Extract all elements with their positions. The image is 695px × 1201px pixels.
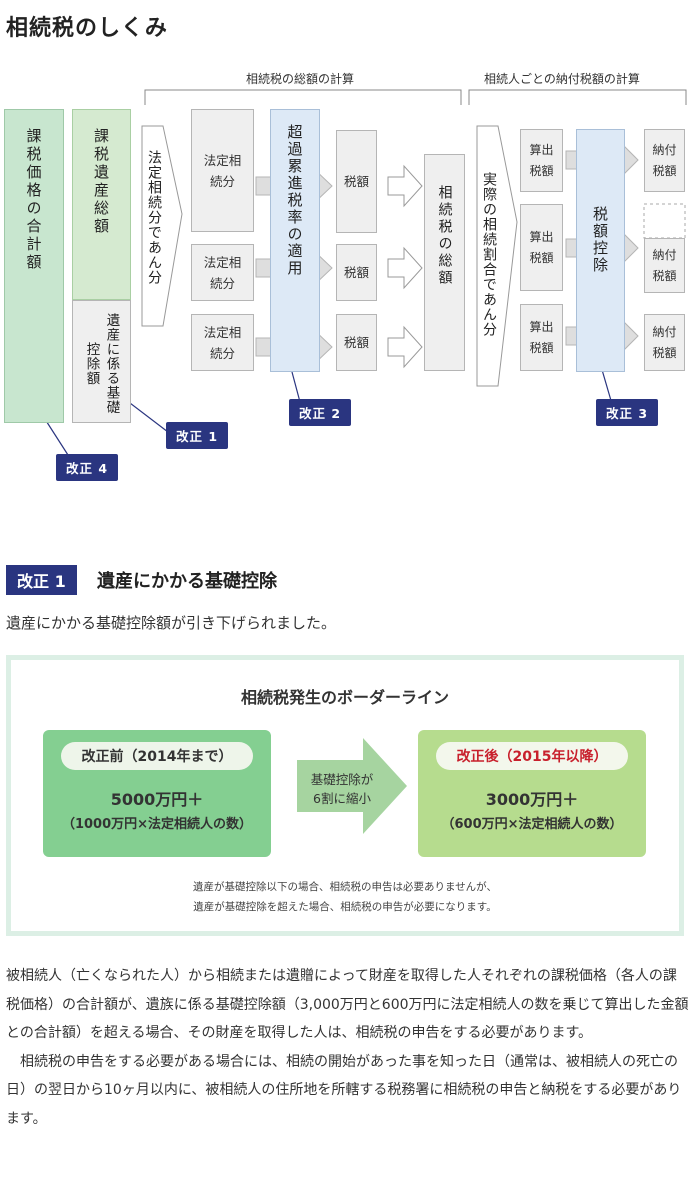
legal-share-box-2: 法定相続分 — [191, 244, 254, 301]
basic-deduction-box: 遺産に係る基礎控除額 — [72, 300, 131, 423]
note-line-2: 遺産が基礎控除を超えた場合、相続税の申告が必要になります。 — [193, 901, 497, 913]
body-paragraph-2: 相続税の申告をする必要がある場合には、相続の開始があった事を知った日（通常は、被… — [6, 1053, 682, 1127]
payable-tax-box-3: 納付税額 — [644, 314, 685, 371]
bracket-each — [468, 89, 687, 105]
borderline-title: 相続税発生のボーダーライン — [240, 688, 449, 707]
legal-share-box-1: 法定相続分 — [191, 109, 254, 232]
section-intro: 遺産にかかる基礎控除額が引き下げられました。 — [6, 614, 337, 632]
after-formula: （600万円×法定相続人の数） — [441, 817, 623, 832]
tax-amount-box-1: 税額 — [336, 130, 377, 233]
before-pill: 改正前（2014年まで） — [61, 742, 253, 770]
inheritance-tax-diagram: 相続税の総額の計算 相続人ごとの納付税額の計算 — [0, 60, 695, 490]
page-title: 相続税のしくみ — [6, 16, 168, 41]
tax-credit-box: 税額控除 — [576, 129, 625, 372]
reduction-arrow — [297, 738, 407, 834]
tax-amount-box-2: 税額 — [336, 244, 377, 301]
before-formula: （1000万円×法定相続人の数） — [61, 817, 253, 832]
computed-tax-box-2: 算出税額 — [520, 204, 563, 291]
badge-revision-2: 改正 2 — [289, 399, 352, 426]
payable-tax-box-2: 納付税額 — [644, 238, 685, 293]
tax-amount-box-3: 税額 — [336, 314, 377, 371]
legal-share-box-3: 法定相続分 — [191, 314, 254, 371]
bracket-label-total: 相続税の総額の計算 — [246, 72, 355, 86]
computed-tax-box-1: 算出税額 — [520, 129, 563, 192]
basic-deduction-label: 遺産に係る基礎控除額 — [83, 312, 120, 415]
split-actual-label: 実際の相続割合であん分 — [481, 172, 497, 337]
taxable-total-box: 課税価格の合計額 — [4, 109, 64, 423]
borderline-box: 相続税発生のボーダーライン 改正前（2014年まで） 5000万円＋ （1000… — [6, 655, 684, 936]
progressive-rate-label: 超過累進税率の適用 — [285, 124, 304, 277]
empty-payable-box — [643, 203, 686, 239]
white-arrows — [387, 164, 423, 369]
reduction-text-line1: 基礎控除が — [310, 772, 374, 787]
tax-total-label: 相続税の総額 — [436, 185, 453, 287]
badge-revision-3: 改正 3 — [596, 399, 659, 426]
after-pill: 改正後（2015年以降） — [436, 742, 628, 770]
tax-credit-label: 税額控除 — [591, 206, 609, 274]
bracket-total — [144, 89, 462, 105]
chevron-split-actual — [476, 125, 518, 387]
section-badge: 改正 1 — [6, 565, 77, 595]
bracket-label-each: 相続人ごとの納付税額の計算 — [484, 72, 640, 86]
payable-tax-box-1: 納付税額 — [644, 129, 685, 192]
badge-revision-1: 改正 1 — [166, 422, 229, 449]
split-legal-label: 法定相続分であん分 — [146, 150, 162, 285]
estate-total-box: 課税遺産総額 — [72, 109, 131, 300]
before-card: 改正前（2014年まで） 5000万円＋ （1000万円×法定相続人の数） — [43, 730, 271, 857]
tax-total-box: 相続税の総額 — [424, 154, 465, 371]
before-amount: 5000万円＋ — [110, 790, 204, 809]
reduction-text-line2: 6割に縮小 — [313, 791, 371, 806]
computed-tax-box-3: 算出税額 — [520, 304, 563, 371]
section-title: 遺産にかかる基礎控除 — [97, 571, 277, 592]
badge-revision-4: 改正 4 — [56, 454, 119, 481]
after-card: 改正後（2015年以降） 3000万円＋ （600万円×法定相続人の数） — [418, 730, 646, 857]
taxable-total-label: 課税価格の合計額 — [24, 128, 43, 272]
body-paragraph-1: 被相続人（亡くなられた人）から相続または遺贈によって財産を取得した人それぞれの課… — [6, 968, 689, 1041]
progressive-rate-box: 超過累進税率の適用 — [270, 109, 320, 372]
after-amount: 3000万円＋ — [485, 790, 579, 809]
body-text: 被相続人（亡くなられた人）から相続または遺贈によって財産を取得した人それぞれの課… — [6, 962, 689, 1133]
estate-total-label: 課税遺産総額 — [92, 128, 110, 236]
reduction-text: 基礎控除が 6割に縮小 — [297, 770, 387, 808]
note-line-1: 遺産が基礎控除以下の場合、相続税の申告は必要ありませんが、 — [193, 881, 497, 893]
chevron-split-legal — [141, 125, 183, 327]
